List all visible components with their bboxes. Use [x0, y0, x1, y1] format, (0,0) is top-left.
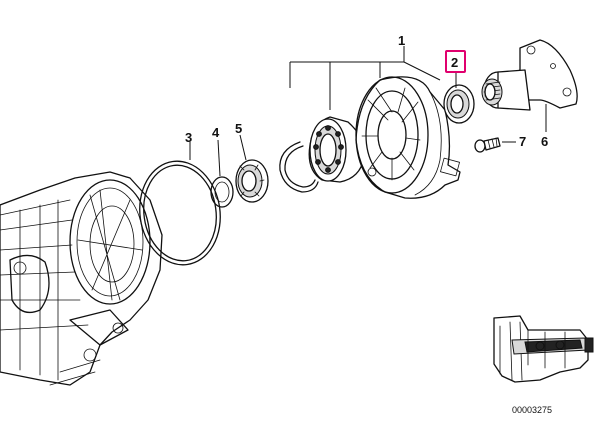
- callouts: 1 2 3 4 5 6 7: [185, 33, 548, 149]
- part-3-o-ring: [139, 160, 221, 266]
- callout-3: 3: [185, 130, 192, 145]
- callout-4: 4: [212, 125, 220, 140]
- callout-1: 1: [398, 33, 405, 48]
- callout-5: 5: [235, 121, 242, 136]
- transmission-housing: [0, 171, 163, 386]
- leader-lines: [189, 46, 547, 177]
- callout-2-highlight-box: [445, 50, 466, 73]
- part-1-housing-cover: [355, 76, 461, 199]
- part-2-shaft-seal: [443, 84, 475, 124]
- part-6-output-flange: [481, 39, 578, 111]
- part-7-bolt: [474, 137, 501, 153]
- callout-6: 6: [541, 134, 548, 149]
- snap-ring: [279, 141, 319, 193]
- catalog-number: 00003275: [512, 405, 552, 415]
- callout-2: 2: [451, 55, 458, 70]
- locator-thumbnail: [493, 315, 594, 383]
- part-4-retaining-ring: [210, 176, 234, 208]
- callout-7: 7: [519, 134, 526, 149]
- part-5-slotted-nut: [235, 159, 269, 203]
- ball-bearing: [308, 116, 366, 183]
